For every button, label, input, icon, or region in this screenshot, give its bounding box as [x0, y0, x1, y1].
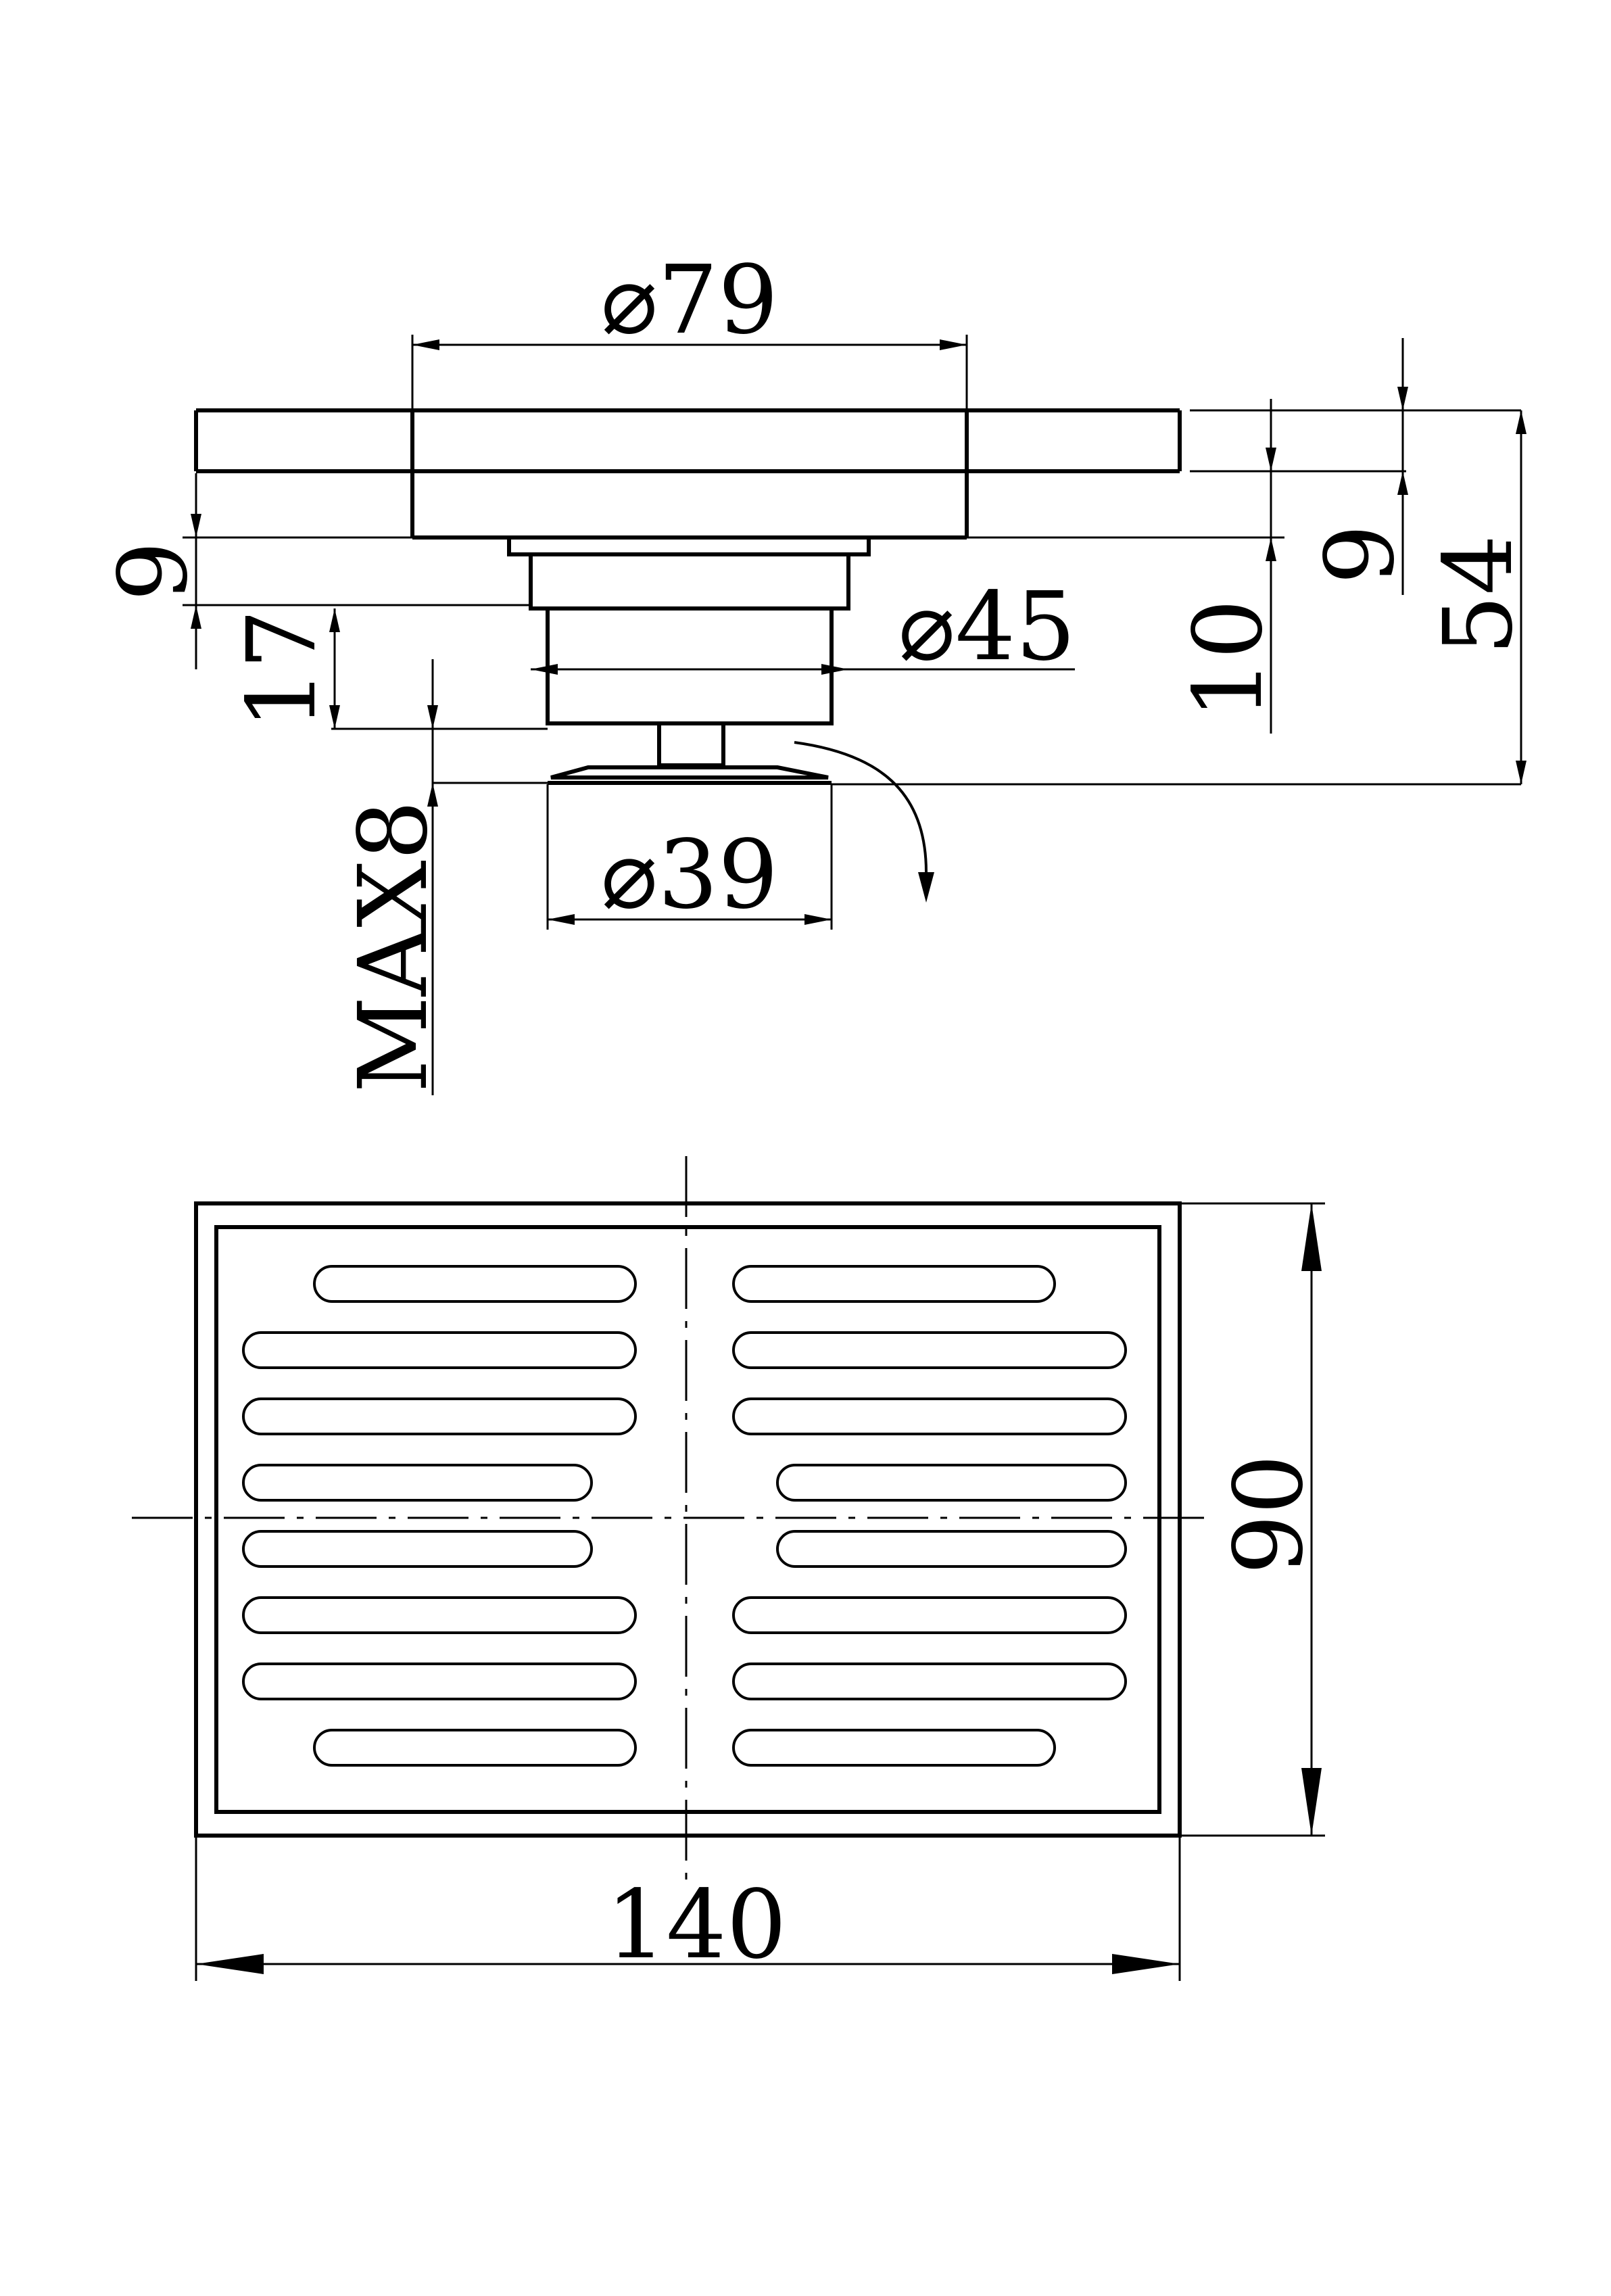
slot [732, 1729, 1056, 1767]
cover-plate [194, 408, 1182, 473]
slot [242, 1464, 593, 1502]
slot [242, 1331, 637, 1369]
dim-body-diameter: ⌀45 [531, 572, 1076, 682]
flow-arrow [794, 741, 934, 903]
side-view: ⌀79 ⌀45 ⌀39 9 [99, 245, 1534, 1095]
right-slots [732, 1265, 1127, 1767]
label-left-9: 9 [99, 541, 209, 601]
slot [242, 1397, 637, 1435]
slot [242, 1663, 637, 1700]
slot [732, 1596, 1127, 1634]
label-seal-diameter: ⌀39 [601, 820, 778, 930]
outer-frame [194, 1201, 1182, 1838]
dim-seal-diameter: ⌀39 [546, 784, 833, 930]
label-body-diameter: ⌀45 [898, 572, 1076, 682]
label-width: 140 [606, 1870, 786, 1980]
dim-left-17: 17 [227, 608, 548, 730]
label-height: 90 [1214, 1454, 1324, 1575]
left-slots [242, 1265, 637, 1767]
seal-assembly [548, 721, 832, 785]
label-top-diameter: ⌀79 [601, 245, 778, 356]
slot [313, 1265, 637, 1303]
dim-left-9: 9 [99, 473, 531, 669]
slot [732, 1331, 1127, 1369]
label-right-9: 9 [1305, 524, 1416, 584]
upper-body [410, 410, 969, 540]
drain-body [507, 535, 871, 725]
label-max-depth: MAX8 [339, 800, 449, 1093]
dim-width: 140 [195, 1836, 1181, 1981]
slot [313, 1729, 637, 1767]
inner-frame [214, 1225, 1161, 1814]
slot [732, 1397, 1127, 1435]
slot [242, 1596, 637, 1634]
label-total-height: 54 [1424, 535, 1534, 655]
top-view: 140 90 [132, 1156, 1325, 1981]
label-left-17: 17 [227, 609, 337, 730]
dim-height: 90 [1180, 1202, 1325, 1837]
dim-right: 10 9 54 [832, 338, 1534, 786]
slot [242, 1530, 593, 1568]
dim-top-diameter: ⌀79 [411, 245, 968, 410]
slot [776, 1464, 1127, 1502]
slot [776, 1530, 1127, 1568]
dim-max-depth: MAX8 [339, 659, 548, 1095]
slot [732, 1663, 1127, 1700]
label-right-10: 10 [1174, 599, 1284, 719]
slot [732, 1265, 1056, 1303]
